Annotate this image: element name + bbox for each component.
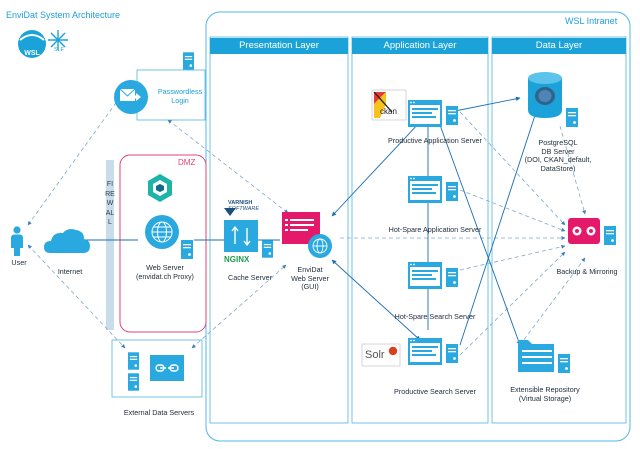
- logo-text-slf: SLF: [53, 47, 65, 53]
- productive-app-server-icon: [446, 106, 458, 125]
- external-link-icon: [150, 355, 184, 381]
- application-column: [351, 36, 489, 424]
- login-server-icon: [183, 52, 194, 70]
- external-server-rack-icon-1: [128, 352, 139, 370]
- presentation-layer-header: Presentation Layer: [210, 38, 348, 54]
- hotspare-search-window-icon: [408, 262, 442, 289]
- postgres-server-icon: [566, 108, 578, 127]
- dmz-label: DMZ: [178, 158, 196, 167]
- user-label: User: [11, 258, 27, 267]
- web-server-line2: (envidat.ch Proxy): [136, 271, 194, 281]
- productive-search-window-icon: [408, 338, 442, 365]
- wsl-logo-icon: [18, 30, 68, 58]
- productive-app-label: Productive Application Server: [388, 136, 482, 145]
- user-icon: [11, 226, 23, 256]
- backup-server-icon: [604, 226, 616, 245]
- login-label-line2: Login: [171, 95, 189, 105]
- hotspare-search-server-icon: [446, 268, 458, 287]
- cache-server-rack-icon: [262, 240, 273, 258]
- gui-line2: Web Server: [291, 273, 329, 283]
- postgres-label: PostgreSQL DB Server (DOI, CKAN_default,…: [508, 138, 608, 174]
- external-data-box: [111, 339, 203, 398]
- repository-line1: Extensible Repository: [510, 385, 580, 394]
- postgres-database-icon: [528, 72, 562, 118]
- ckan-logo-label: ckan: [380, 107, 397, 116]
- data-layer-header: Data Layer: [492, 38, 626, 54]
- backup-label: Backup & Mirroring: [556, 267, 618, 276]
- repository-server-icon: [558, 354, 570, 373]
- web-server-icon: [181, 240, 193, 259]
- repository-line2: (Virtual Storage): [518, 393, 572, 403]
- hotspare-app-server-icon: [446, 182, 458, 201]
- cloud-icon: [44, 229, 90, 253]
- login-label: Passwordless Login: [150, 87, 210, 105]
- gui-globe-icon: [308, 234, 332, 258]
- varnish-label: VARNISH SOFTWARE: [228, 200, 260, 212]
- intranet-label: WSL Intranet: [565, 16, 618, 26]
- web-server-label: Web Server (envidat.ch Proxy): [126, 263, 204, 281]
- hotspare-app-window-icon: [408, 176, 442, 203]
- mail-login-icon: [114, 80, 148, 114]
- gui-line1: EnviDat: [297, 265, 323, 274]
- productive-search-label: Productive Search Server: [394, 387, 476, 396]
- nginx-label: NGINX: [224, 255, 250, 264]
- solr-logo-label: Solr: [365, 349, 385, 361]
- external-server-rack-icon-2: [128, 373, 139, 391]
- data-column: [491, 36, 627, 424]
- productive-app-window-icon: [408, 100, 442, 127]
- application-layer-header: Application Layer: [352, 38, 488, 54]
- globe-icon: [145, 215, 179, 249]
- cache-server-label: Cache Server: [228, 273, 272, 282]
- varnish-logo-icon: [224, 208, 236, 216]
- postgres-line1: PostgreSQL: [538, 138, 578, 147]
- dashed-connections: [27, 99, 586, 356]
- gui-label: EnviDat Web Server (GUI): [282, 265, 338, 292]
- hexagon-logo-icon: [148, 174, 172, 202]
- presentation-column: [209, 36, 349, 424]
- cache-server-icon: [224, 220, 258, 252]
- login-label-line1: Passwordless: [157, 87, 203, 96]
- hotspare-search-label: Hot-Spare Search Server: [394, 312, 476, 321]
- postgres-line3: (DOI, CKAN_default,: [524, 155, 592, 165]
- ckan-logo-icon: [371, 89, 407, 121]
- backup-tape-icon: [568, 218, 600, 244]
- solr-logo-icon: [361, 343, 401, 367]
- productive-search-server-icon: [446, 344, 458, 363]
- hotspare-app-label: Hot-Spare Application Server: [388, 225, 482, 234]
- postgres-line2: DB Server: [541, 146, 575, 156]
- dmz-zone: [119, 154, 207, 333]
- diagram-title: EnviDat System Architecture: [6, 10, 121, 20]
- web-server-line1: Web Server: [146, 263, 184, 272]
- repository-label: Extensible Repository (Virtual Storage): [500, 385, 590, 403]
- firewall-label: FIREWALL: [105, 181, 115, 226]
- internet-label: Internet: [57, 267, 83, 276]
- varnish-line1: VARNISH: [228, 200, 253, 206]
- varnish-line2: SOFTWARE: [228, 205, 260, 212]
- gui-line3: (GUI): [301, 282, 319, 292]
- postgres-line4: DataStore): [540, 163, 576, 173]
- logo-text-wsl: WSL: [24, 50, 40, 57]
- external-data-label: External Data Servers: [123, 408, 195, 417]
- repository-folder-icon: [518, 340, 554, 372]
- solid-connections: [80, 96, 541, 346]
